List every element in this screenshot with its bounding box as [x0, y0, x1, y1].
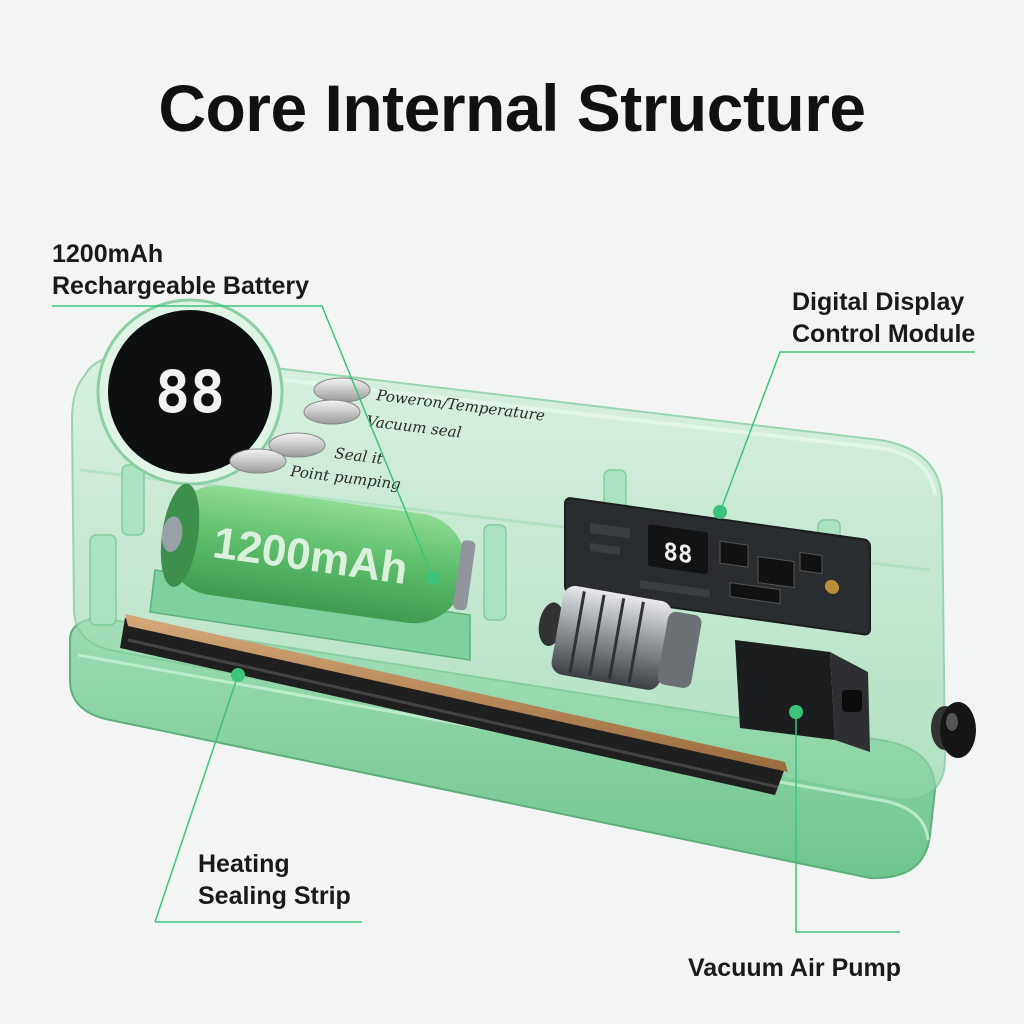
leader-lines — [52, 305, 975, 933]
button-vacuum-seal — [303, 399, 361, 425]
button-power — [313, 377, 371, 403]
side-knob — [931, 702, 976, 758]
heating-strip-label: Heating Sealing Strip — [198, 848, 351, 912]
motor — [538, 585, 702, 690]
control-buttons — [229, 377, 371, 474]
battery-label-line2: Rechargeable Battery — [52, 272, 310, 300]
leader-display — [719, 351, 975, 513]
leader-pump — [795, 712, 900, 933]
button-seal — [268, 432, 326, 458]
shell-top-edge — [109, 358, 937, 496]
leader-battery — [52, 305, 434, 579]
page-title: Core Internal Structure — [158, 71, 866, 145]
battery-label: 1200mAh Rechargeable Battery — [52, 238, 309, 302]
battery-label-line1: 1200mAh — [52, 240, 164, 268]
display-screen — [108, 310, 272, 474]
button-point-pumping — [229, 448, 287, 474]
base-rim — [77, 653, 930, 841]
heating-label-line1: Heating — [198, 850, 290, 878]
display-readout: 88 — [155, 358, 225, 426]
leader-heating — [154, 674, 362, 923]
pcb-readout: 88 — [664, 537, 693, 569]
air-pump-label: Vacuum Air Pump — [688, 952, 901, 984]
display-label-line1: Digital Display — [792, 288, 965, 316]
heating-strip — [120, 614, 788, 795]
display-label-line2: Control Module — [792, 320, 976, 348]
leader-dots — [231, 505, 803, 719]
heating-label-line2: Sealing Strip — [198, 882, 351, 910]
display-module-label: Digital Display Control Module — [792, 286, 975, 350]
battery-cell: 1200mAh — [160, 483, 476, 624]
pump-label-line1: Vacuum Air Pump — [688, 954, 902, 982]
pump-block — [735, 640, 870, 752]
button-label-seal: Seal it — [334, 444, 385, 468]
